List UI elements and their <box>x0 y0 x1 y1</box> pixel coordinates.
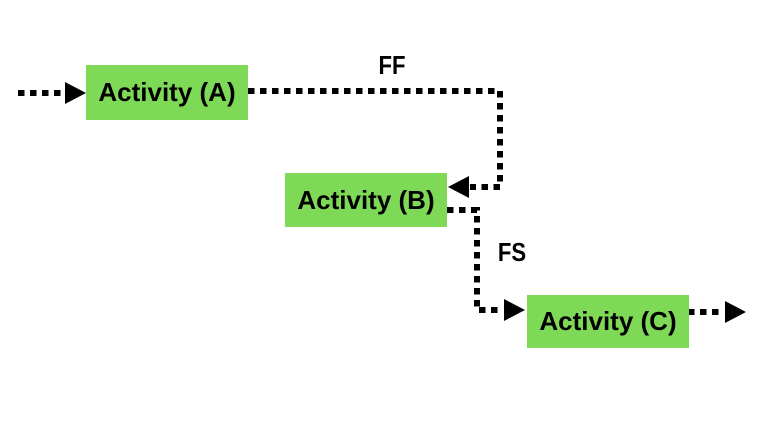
activity-b-node: Activity (B) <box>285 173 447 227</box>
fs-edge-label: FS <box>497 237 527 267</box>
ff-edge-label: FF <box>378 50 406 80</box>
a-to-b-ff-connector <box>248 88 503 190</box>
arrowhead-into-c-icon <box>504 299 525 321</box>
activity-a-label: Activity (A) <box>98 77 236 107</box>
arrowhead-into-a-icon <box>65 82 86 104</box>
activity-c-label: Activity (C) <box>539 306 677 336</box>
activity-b-label: Activity (B) <box>297 184 435 215</box>
activity-c-node: Activity (C) <box>527 295 689 348</box>
b-to-c-fs-connector <box>447 207 503 313</box>
activity-a-node: Activity (A) <box>86 65 248 120</box>
arrowhead-into-b-icon <box>448 176 469 198</box>
arrowhead-out-of-c-icon <box>725 301 746 323</box>
